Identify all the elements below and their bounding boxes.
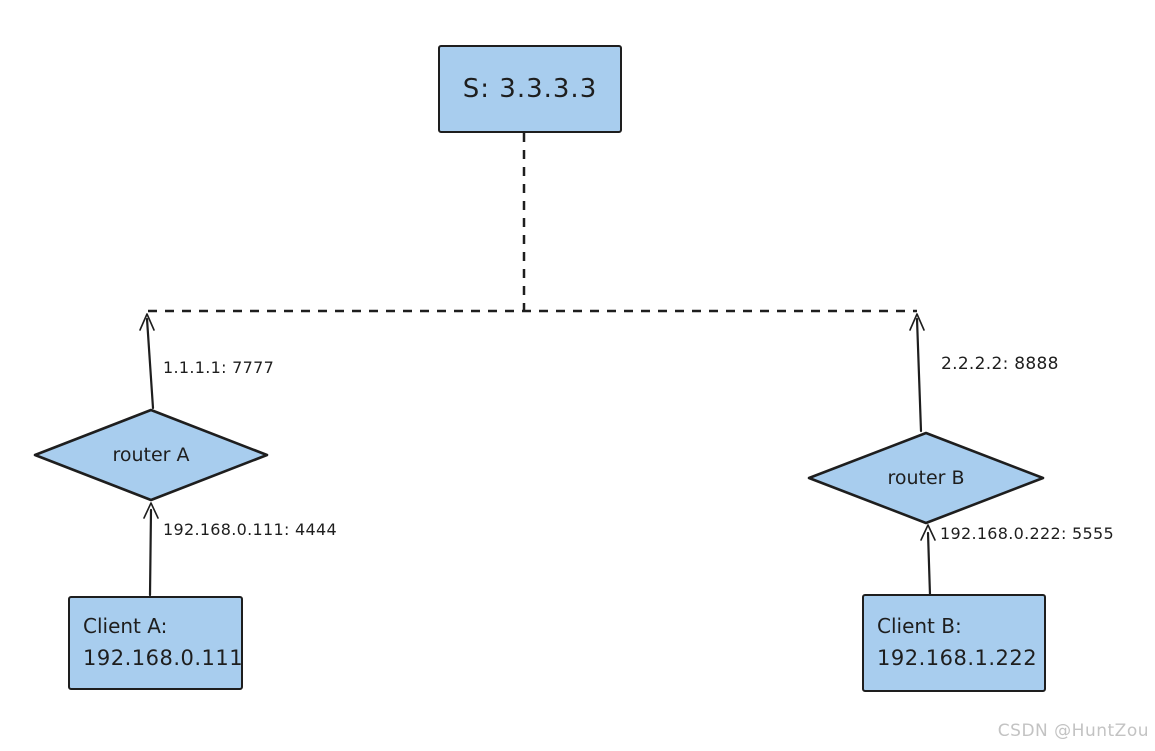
client-b-nat-mapping-label: 192.168.0.222: 5555 [940, 524, 1114, 543]
server-label: S: 3.3.3.3 [462, 74, 598, 104]
router-a-uplink-arrowhead-icon [139, 313, 155, 331]
client-b-node: Client B: 192.168.1.222 [862, 594, 1046, 692]
client-b-title: Client B: [877, 614, 962, 639]
server-node: S: 3.3.3.3 [438, 45, 622, 133]
router-b-uplink-arrow [915, 317, 923, 433]
router-b-diamond [807, 431, 1045, 525]
router-b-public-endpoint-label: 2.2.2.2: 8888 [941, 354, 1059, 374]
client-a-title: Client A: [83, 614, 168, 639]
client-a-uplink-arrow [148, 508, 153, 597]
watermark: CSDN @HuntZou [997, 721, 1149, 741]
client-a-ip: 192.168.0.111 [83, 646, 244, 671]
client-b-uplink-arrowhead-icon [920, 524, 936, 541]
client-b-uplink-arrow [926, 531, 932, 597]
client-a-node: Client A: 192.168.0.111 [68, 596, 243, 690]
router-b-uplink-arrowhead-icon [909, 313, 925, 331]
client-b-ip: 192.168.1.222 [877, 646, 1038, 671]
client-a-uplink-arrowhead-icon [143, 502, 159, 519]
router-a-diamond [33, 408, 269, 502]
client-a-nat-mapping-label: 192.168.0.111: 4444 [163, 520, 337, 539]
router-a-public-endpoint-label: 1.1.1.1: 7777 [163, 358, 275, 377]
router-a-uplink-arrow [145, 317, 155, 410]
